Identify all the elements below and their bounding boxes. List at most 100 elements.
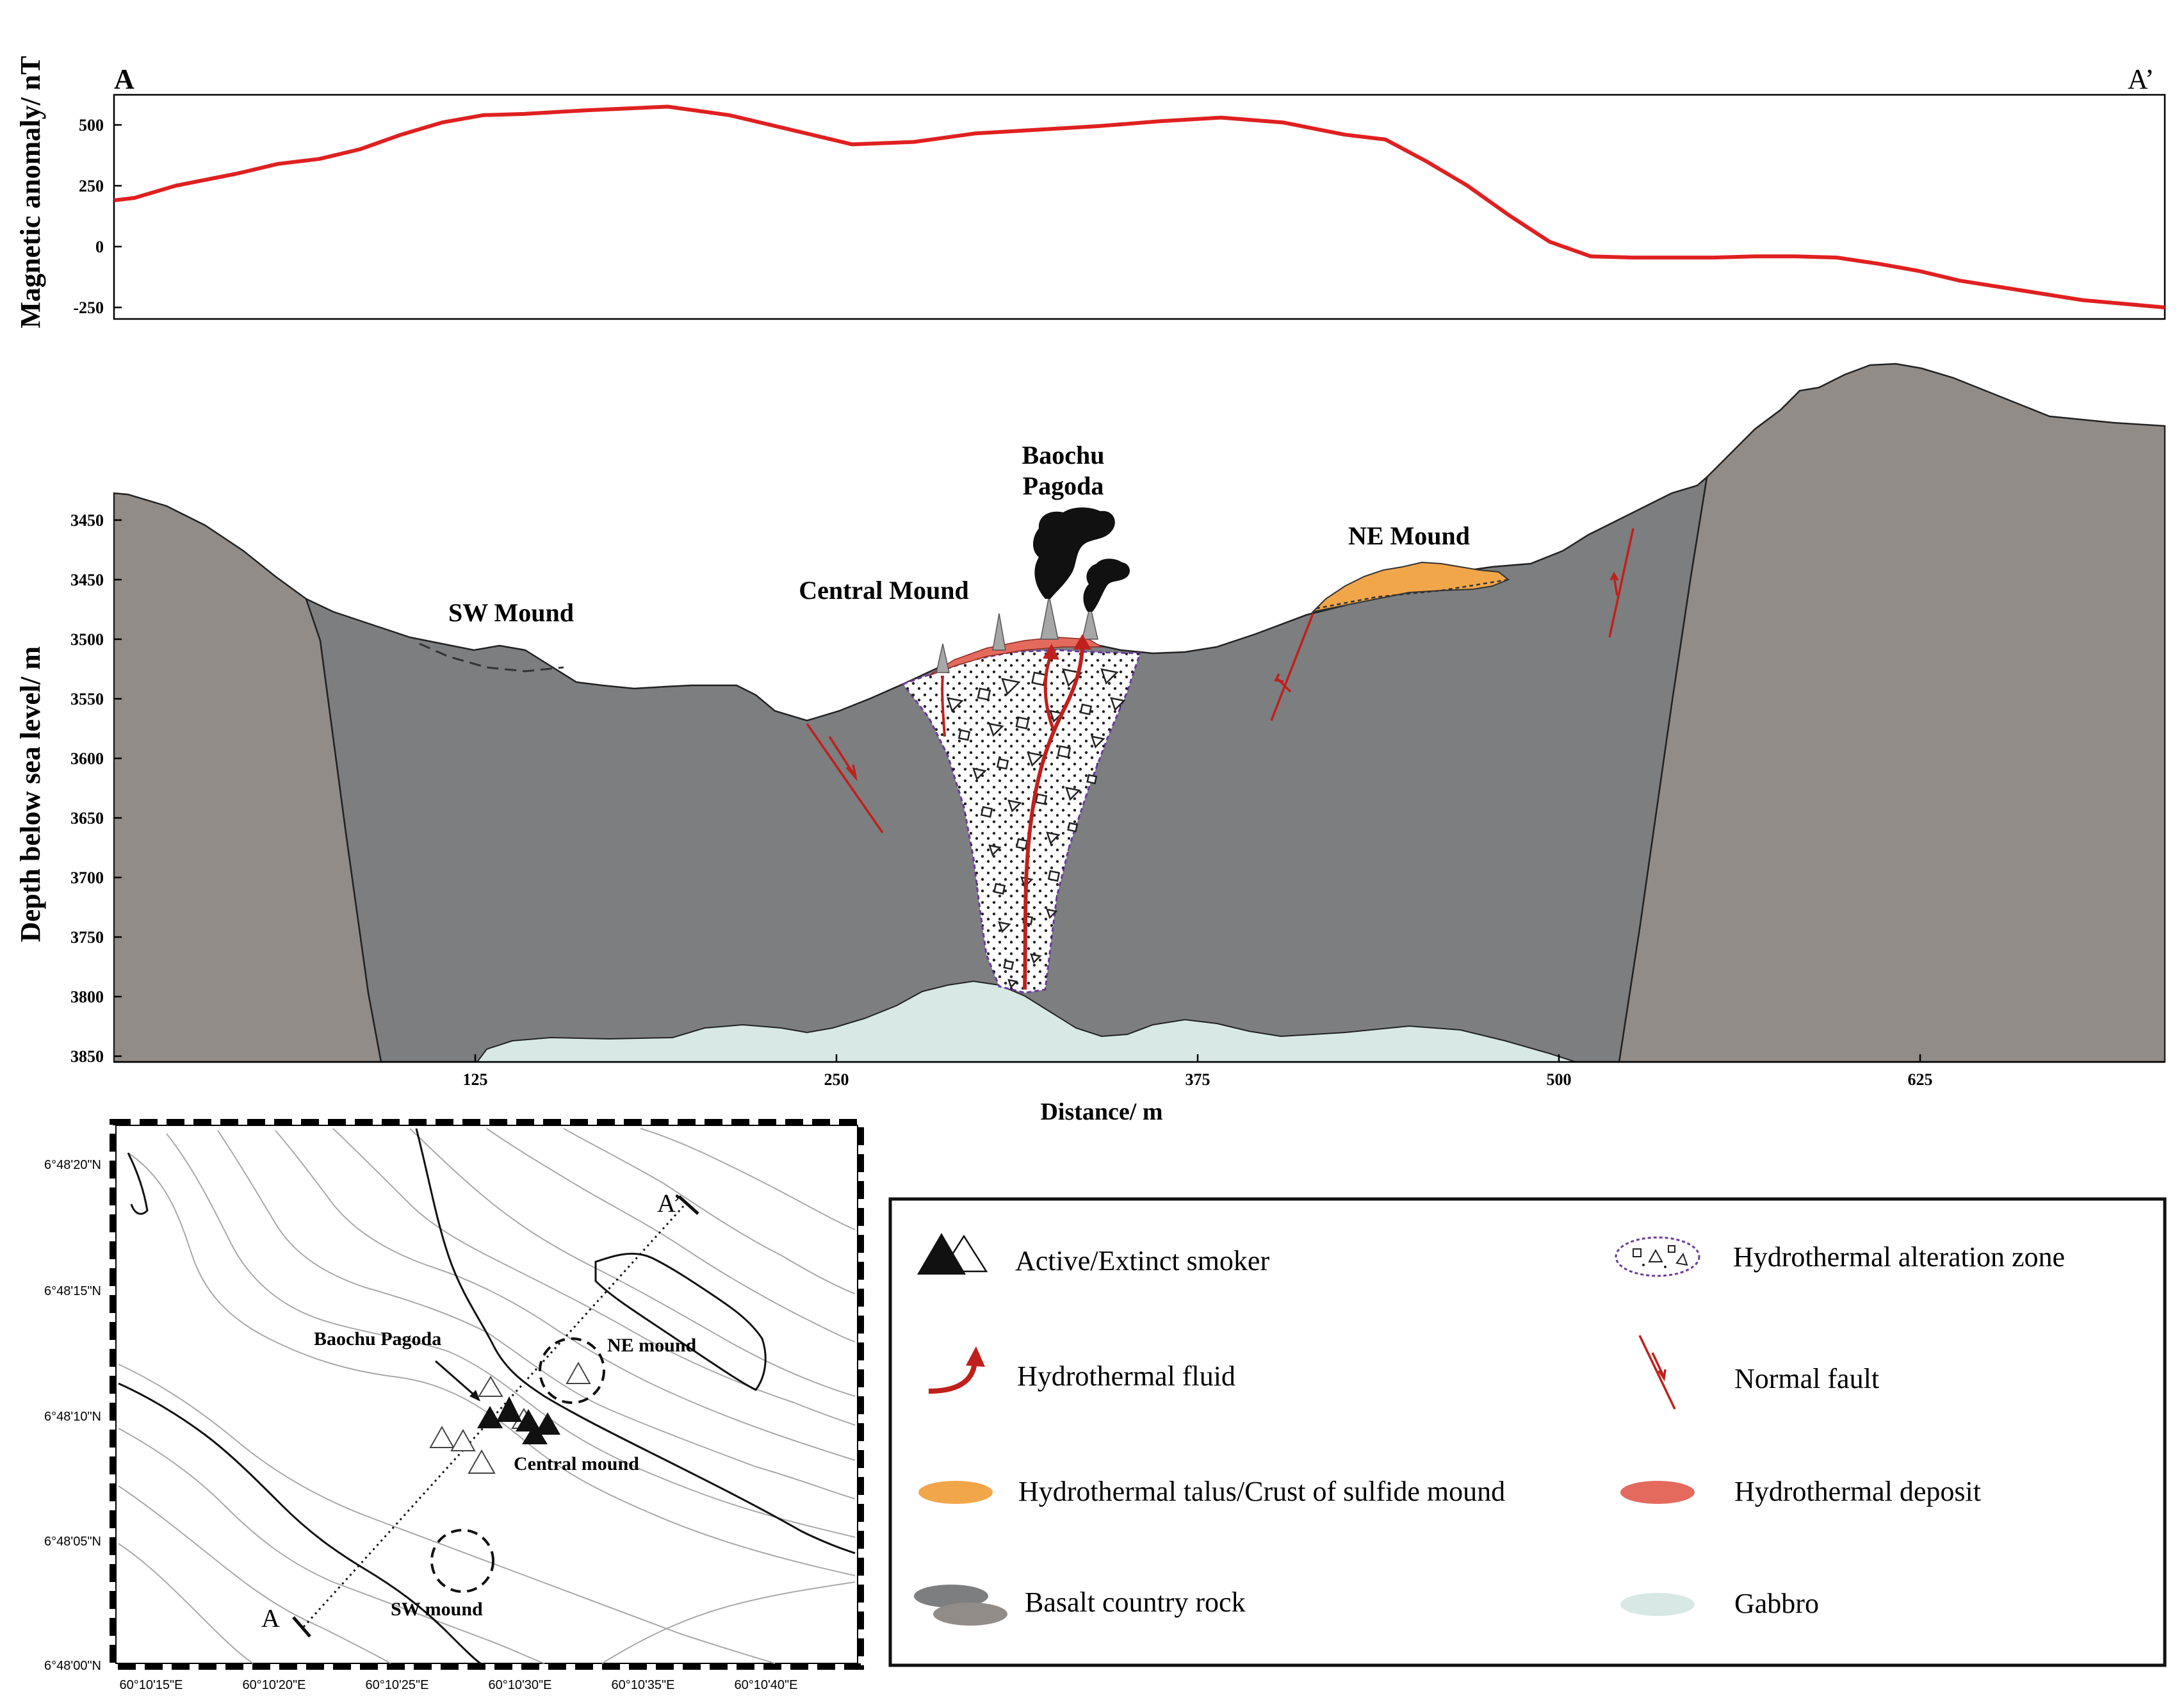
depth-tick-1: 3450 (70, 511, 104, 530)
breccia-fragment (1015, 716, 1030, 730)
depth-tick-6: 3650 (70, 809, 104, 828)
hydrothermal-fluid-minor (941, 675, 946, 737)
profile-end-a-tick (292, 1616, 311, 1638)
depth-tick-3: 3500 (70, 630, 104, 649)
distance-tick-250: 250 (824, 1070, 849, 1089)
lon-tick-2: 60°10'25"E (366, 1678, 429, 1692)
distance-xticks: 125 250 375 500 625 (114, 1054, 2165, 1089)
alteration-breccia-fragments (947, 668, 1126, 989)
legend-smoker-icon (917, 1233, 988, 1275)
magnetic-anomaly-panel: Magnetic anomaly/ nT A A’ 500 250 0 -250 (15, 56, 2166, 329)
lon-tick-0: 60°10'15"E (120, 1678, 183, 1692)
legend-alteration-icon (1615, 1236, 1700, 1277)
legend-alteration-label: Hydrothermal alteration zone (1733, 1241, 2065, 1273)
distance-xlabel: Distance/ m (1040, 1098, 1162, 1125)
breccia-fragment (1046, 831, 1061, 845)
location-map-panel: Baochu Pagoda NE mound Central mound SW … (44, 1119, 864, 1692)
distance-tick-125: 125 (463, 1070, 488, 1089)
mag-tick-500: 500 (79, 116, 104, 135)
breccia-fragment (1049, 710, 1064, 723)
profile-end-label: A’ (2128, 63, 2155, 95)
hydrothermal-deposit-central (928, 637, 1104, 676)
right-wall-rock (1618, 363, 2166, 1063)
hydrothermal-fluid-main (1023, 648, 1084, 990)
breccia-fragment (1015, 838, 1029, 850)
label-sw-mound: SW Mound (448, 598, 574, 627)
profile-start-label: A (114, 63, 134, 95)
depth-tick-2: 3450 (70, 571, 104, 589)
map-lon-ticks: 60°10'15"E 60°10'20"E 60°10'25"E 60°10'3… (120, 1678, 798, 1692)
baochu-pointer-arrow (469, 1390, 480, 1401)
magnetic-ylabel: Magnetic anomaly/ nT (15, 56, 46, 328)
mag-tick-neg250: -250 (73, 298, 104, 317)
breccia-fragment (1079, 703, 1093, 715)
depth-yticks: 3450 3450 3500 3550 3600 3650 3700 3750 … (70, 511, 122, 1066)
black-smoke-plume-small (1083, 559, 1130, 612)
breccia-fragment (972, 767, 987, 781)
black-smoke-plume-large (1033, 507, 1115, 599)
legend-gabbro-icon (1620, 1593, 1695, 1616)
lat-tick-3: 6°48'05"N (44, 1535, 101, 1549)
breccia-fragment (1027, 751, 1044, 767)
depth-tick-10: 3850 (70, 1047, 104, 1066)
breccia-fragment (1047, 870, 1061, 882)
breccia-fragment (1003, 959, 1015, 970)
depth-tick-4: 3550 (70, 690, 104, 708)
lat-tick-2: 6°48'10"N (44, 1410, 101, 1424)
breccia-fragment (947, 697, 964, 713)
label-central-mound: Central Mound (799, 576, 969, 605)
lat-tick-1: 6°48'15"N (44, 1284, 101, 1298)
breccia-fragment (1034, 793, 1048, 805)
breccia-fragment (1001, 678, 1021, 696)
lon-tick-4: 60°10'35"E (612, 1678, 675, 1692)
breccia-fragment (988, 844, 1002, 856)
label-baochu-line2: Pagoda (1023, 471, 1104, 500)
map-label-sw: SW mound (391, 1599, 483, 1620)
breccia-fragment (1007, 979, 1018, 989)
map-label-baochu: Baochu Pagoda (314, 1328, 441, 1350)
map-label-central: Central mound (514, 1453, 639, 1474)
sw-mound-outline (419, 642, 564, 673)
breccia-fragment (1007, 799, 1022, 813)
profile-end-aprime-tick (678, 1195, 699, 1215)
legend-fault-icon (1638, 1335, 1676, 1410)
label-ne-mound: NE Mound (1348, 521, 1470, 550)
hydrothermal-fluid-arrow (1073, 634, 1091, 649)
distance-tick-625: 625 (1908, 1070, 1933, 1089)
coastline-contours (118, 1128, 856, 1665)
map-label-ne: NE mound (607, 1335, 697, 1356)
distance-tick-375: 375 (1186, 1070, 1210, 1089)
cross-section-panel: Depth below sea level/ m (15, 363, 2166, 1125)
breccia-fragment (977, 687, 991, 701)
hydrothermal-fluid-branch (1043, 656, 1055, 731)
legend-fault-label: Normal fault (1734, 1363, 1879, 1394)
breccia-fragment (980, 806, 993, 818)
lon-tick-1: 60°10'20"E (243, 1678, 306, 1692)
extinct-smoker-cones (936, 595, 1098, 673)
breccia-fragment (1030, 953, 1042, 964)
magnetic-anomaly-line (113, 104, 2165, 309)
breccia-fragment (1100, 668, 1119, 685)
breccia-fragment (1057, 745, 1072, 758)
breccia-fragment (1110, 697, 1126, 712)
breccia-fragment (1031, 671, 1047, 687)
mag-tick-250: 250 (79, 177, 104, 195)
hydrothermal-fluid-branch-arrow (1043, 644, 1059, 660)
legend-deposit-icon (1620, 1481, 1695, 1504)
sw-mound-circle (430, 1529, 494, 1593)
map-lat-ticks: 6°48'20"N 6°48'15"N 6°48'10"N 6°48'05"N … (44, 1158, 101, 1673)
legend-talus-icon (918, 1481, 993, 1504)
breccia-fragment (1086, 774, 1098, 785)
magnetic-plot-frame (113, 94, 2166, 320)
label-baochu-line1: Baochu (1022, 441, 1105, 469)
baochu-pointer-line (435, 1360, 478, 1399)
lat-tick-0: 6°48'20"N (44, 1158, 101, 1172)
legend-talus-label: Hydrothermal talus/Crust of sulfide moun… (1018, 1476, 1505, 1507)
ne-mound-dashed-base (1316, 578, 1509, 610)
depth-tick-7: 3700 (70, 869, 104, 887)
bathymetry-contours (118, 1128, 856, 1664)
ne-mound-talus (1310, 561, 1510, 613)
breccia-fragment (1046, 908, 1058, 919)
legend-frame (888, 1197, 2167, 1667)
